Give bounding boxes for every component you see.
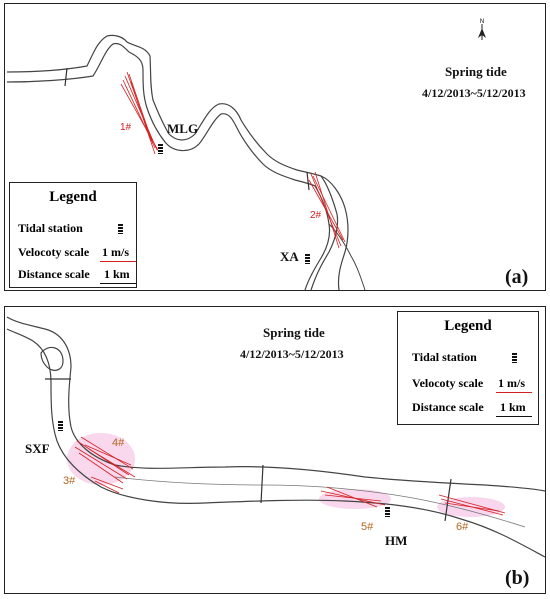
cross-section-b3	[444, 478, 452, 522]
tidal-station-icon	[118, 224, 123, 234]
cross-section-a1	[64, 67, 68, 87]
legend-velocity-label: Velocoty scale	[18, 245, 90, 259]
velocity-scale-bar	[496, 392, 532, 393]
tide-dates-a: 4/12/2013~5/12/2013	[422, 86, 526, 100]
velocity-rays-34	[74, 436, 136, 494]
river-bank-east2-a	[328, 223, 366, 290]
river-lake-loop-b	[40, 346, 64, 371]
legend-tidal-label: Tidal station	[18, 221, 83, 235]
velocity-rays-1	[120, 71, 160, 155]
panel-label-a: (a)	[505, 266, 529, 288]
velocity-rays-2	[308, 171, 346, 249]
river-bank-north-b	[6, 316, 545, 492]
tidal-station-icon	[305, 254, 310, 264]
point-label-1: 1#	[120, 122, 132, 133]
station-label-hm: HM	[385, 533, 408, 548]
river-map-a: N	[6, 19, 486, 290]
legend-velocity-value: 1 m/s	[498, 376, 525, 390]
station-label-mlg: MLG	[167, 121, 199, 136]
velocity-rays-6	[438, 494, 506, 516]
legend-distance-label: Distance scale	[412, 400, 484, 414]
tide-title-b: Spring tide	[263, 325, 325, 340]
legend-a: Legend Tidal station Velocoty scale 1 m/…	[9, 182, 137, 288]
point-label-5: 5#	[361, 521, 374, 533]
legend-b: Legend Tidal station Velocoty scale 1 m/…	[397, 311, 539, 425]
tide-dates-b: 4/12/2013~5/12/2013	[240, 347, 344, 361]
distance-scale-bar	[496, 416, 532, 417]
legend-distance-label: Distance scale	[18, 267, 90, 281]
cross-section-a2	[306, 171, 310, 191]
panel-b: 4# 3# 5# 6# SXF HM Spring tide 4/12/2013…	[4, 306, 546, 594]
north-arrow-icon: N	[478, 19, 486, 40]
legend-velocity-label: Velocoty scale	[412, 376, 484, 390]
panel-label-b: (b)	[505, 567, 530, 589]
river-bank-north-a	[6, 34, 339, 290]
river-bank-east-a	[320, 175, 349, 290]
point-label-6: 6#	[456, 521, 469, 533]
legend-velocity-value: 1 m/s	[102, 245, 129, 259]
svg-text:N: N	[480, 19, 484, 25]
velocity-rays-5	[320, 486, 386, 508]
point-label-3: 3#	[63, 475, 76, 487]
legend-title: Legend	[444, 318, 492, 334]
cross-section-b2	[260, 464, 264, 504]
tidal-station-icon	[512, 353, 517, 363]
legend-distance-value: 1 km	[500, 400, 526, 414]
point-label-4: 4#	[112, 437, 125, 449]
point-label-2: 2#	[310, 210, 322, 221]
velocity-scale-bar	[100, 261, 136, 262]
river-map-b	[6, 316, 545, 558]
tide-title-a: Spring tide	[445, 64, 507, 79]
tidal-station-icon	[158, 144, 163, 154]
legend-tidal-label: Tidal station	[412, 350, 477, 364]
tidal-station-icon	[58, 421, 63, 431]
river-bank-south-b	[6, 328, 545, 558]
tidal-station-icon	[385, 507, 390, 517]
legend-title: Legend	[49, 189, 97, 205]
station-label-xa: XA	[280, 249, 299, 264]
distance-scale-bar	[100, 283, 136, 284]
legend-distance-value: 1 km	[104, 267, 130, 281]
highlight-zones-b	[67, 433, 505, 517]
station-label-sxf: SXF	[25, 441, 50, 456]
panel-a: N 1# 2# MLG XA Spring tide 4/12/2013~5/1…	[4, 3, 546, 291]
